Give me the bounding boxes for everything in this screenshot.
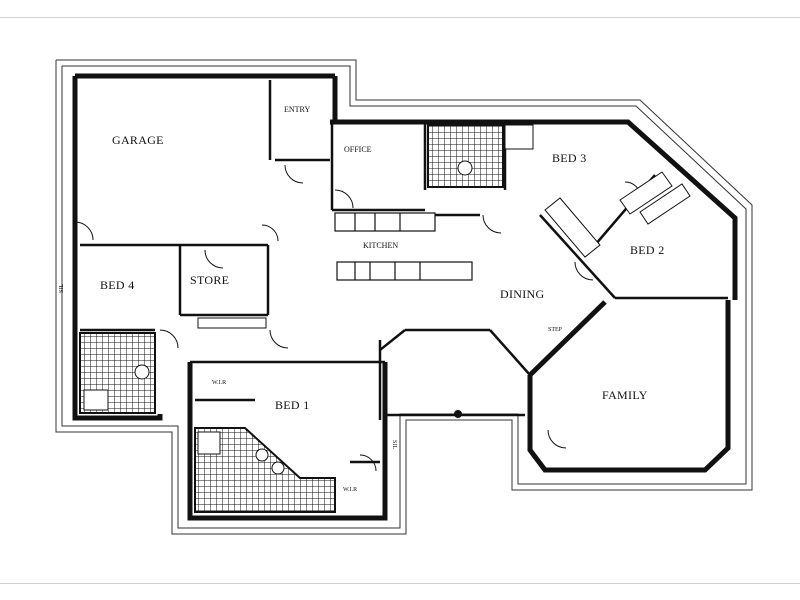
ensuite-bed1 [194,427,336,513]
label-wir-ensuite: W.I.R [343,487,357,493]
side-mark-left: SIL [59,284,65,293]
label-dining: DINING [500,287,544,301]
label-entry: ENTRY [284,105,310,114]
label-store: STORE [190,273,229,287]
label-bed1: BED 1 [275,398,310,412]
top-rule [0,17,800,18]
label-office: OFFICE [344,145,372,154]
column-post [454,410,462,418]
label-garage: GARAGE [112,133,164,147]
label-bed4: BED 4 [100,278,135,292]
ensuite-bed4 [79,332,156,414]
label-wir-bed1: W.I.R [212,380,226,386]
label-family: FAMILY [602,388,648,402]
label-step: STEP [548,327,563,333]
exterior-walls [72,73,738,521]
roofline [55,59,753,535]
label-bed3: BED 3 [552,151,587,165]
kitchen-benches [334,212,473,281]
label-kitchen: KITCHEN [363,241,398,250]
ensuite-bed3 [427,124,534,188]
room-labels: GARAGE ENTRY OFFICE BED 3 BED 2 KITCHEN … [59,105,665,493]
label-bed2: BED 2 [630,243,665,257]
wardrobes [197,171,691,329]
bottom-rule [0,583,800,584]
door-swings [74,164,642,472]
side-mark-bottom: SIL [391,440,397,449]
